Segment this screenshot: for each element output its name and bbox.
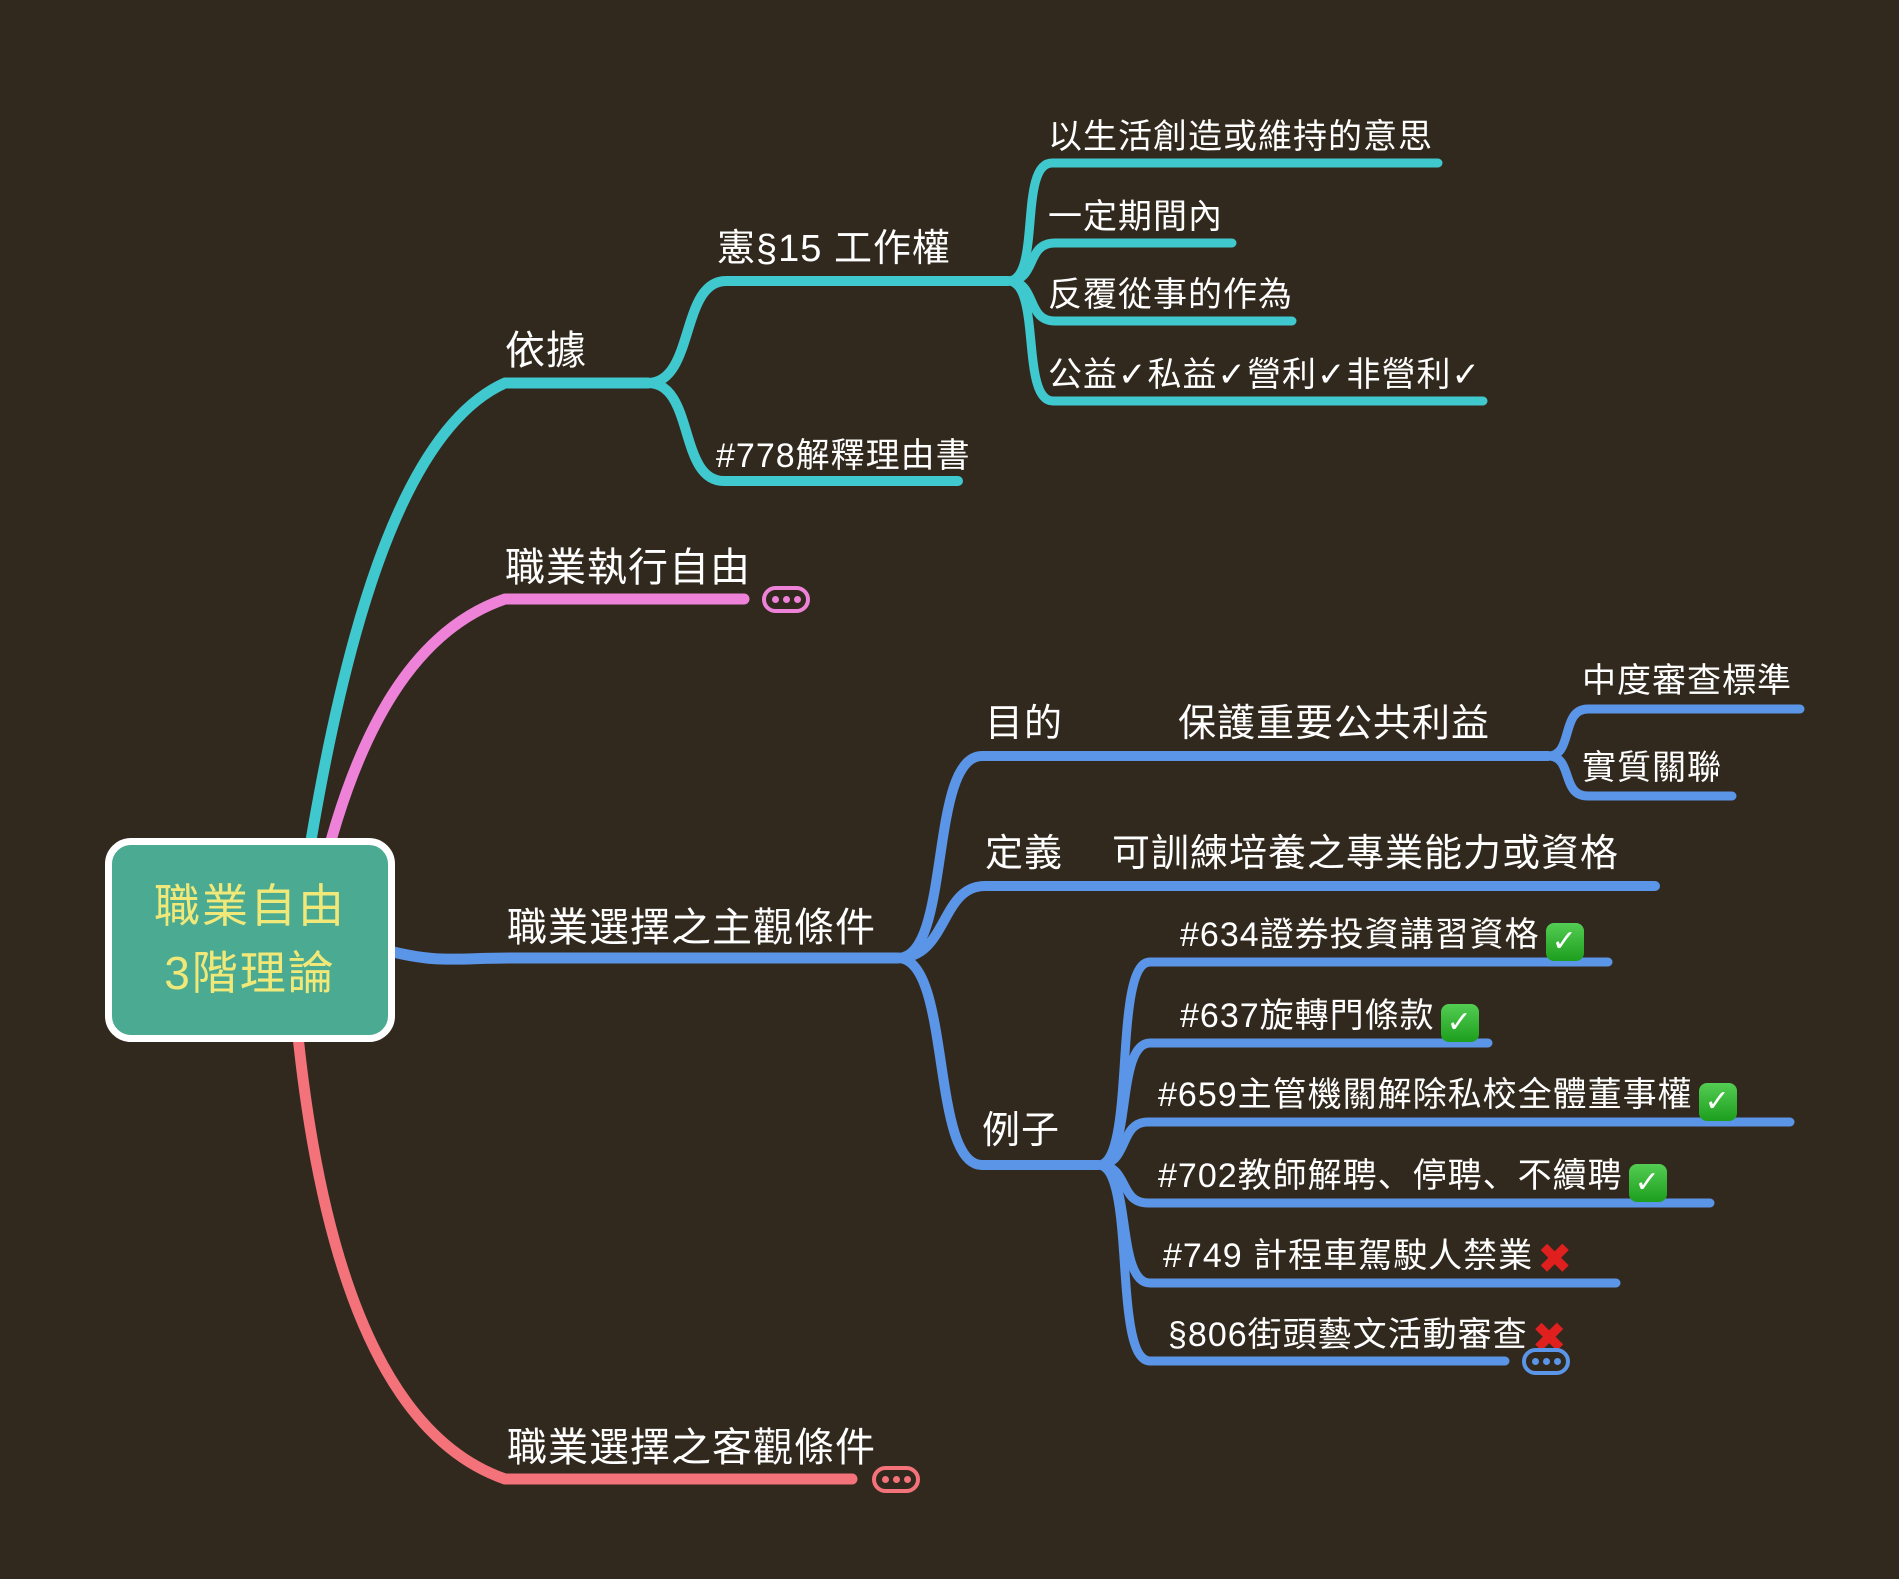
node-example-806[interactable]: §806街頭藝文活動審查✖ (1168, 1316, 1568, 1359)
node-work-right-child-3[interactable]: 反覆從事的作為 (1048, 276, 1293, 314)
node-example-637[interactable]: #637旋轉門條款✓ (1180, 997, 1479, 1042)
node-work-right[interactable]: 憲§15 工作權 (717, 228, 951, 270)
node-work-right-child-4[interactable]: 公益✓私益✓營利✓非營利✓ (1048, 356, 1481, 394)
node-example-659[interactable]: #659主管機關解除私校全體董事權✓ (1158, 1076, 1737, 1121)
node-purpose-child-1[interactable]: 中度審查標準 (1582, 662, 1792, 700)
node-work-right-child-1[interactable]: 以生活創造或維持的意思 (1048, 118, 1433, 156)
node-example-634[interactable]: #634證券投資講習資格✓ (1180, 916, 1584, 961)
pass-check-icon: ✓ (1545, 923, 1584, 961)
node-purpose-value[interactable]: 保護重要公共利益 (1178, 703, 1491, 745)
node-purpose[interactable]: 目的 (985, 703, 1064, 745)
node-definition-value[interactable]: 可訓練培養之專業能力或資格 (1112, 833, 1620, 875)
example-806-label: §806街頭藝文活動審查 (1168, 1316, 1528, 1354)
node-example-702[interactable]: #702教師解聘、停聘、不續聘✓ (1158, 1157, 1667, 1202)
branch-practice-lines (309, 593, 750, 911)
node-subjective[interactable]: 職業選擇之主觀條件 (507, 906, 876, 950)
pass-check-icon: ✓ (1628, 1164, 1667, 1202)
node-purpose-child-2[interactable]: 實質關聯 (1582, 749, 1722, 787)
node-objective[interactable]: 職業選擇之客觀條件 (507, 1426, 876, 1470)
central-topic-line1: 職業自由 (154, 880, 346, 933)
node-example-749[interactable]: #749 計程車駕駛人禁業✖ (1163, 1235, 1574, 1282)
collapse-ellipsis-icon-practice[interactable] (762, 586, 810, 613)
branch-objective-lines (289, 999, 858, 1485)
branch-basis-lines (294, 158, 1488, 916)
node-work-right-child-2[interactable]: 一定期間內 (1048, 198, 1223, 236)
branch-subjective-lines (379, 704, 1805, 1366)
collapse-ellipsis-icon-objective[interactable] (872, 1466, 920, 1493)
node-definition[interactable]: 定義 (985, 833, 1064, 875)
example-659-label: #659主管機關解除私校全體董事權 (1158, 1076, 1693, 1114)
node-basis[interactable]: 依據 (505, 329, 587, 373)
central-topic[interactable]: 職業自由 3階理論 (105, 838, 395, 1042)
node-examples[interactable]: 例子 (982, 1110, 1061, 1152)
pass-check-icon: ✓ (1698, 1083, 1737, 1121)
example-634-label: #634證券投資講習資格 (1180, 916, 1540, 954)
example-637-label: #637旋轉門條款 (1180, 997, 1435, 1035)
node-interpretation-778[interactable]: #778解釋理由書 (716, 437, 971, 475)
central-topic-line2: 3階理論 (164, 947, 336, 999)
node-practice-freedom[interactable]: 職業執行自由 (505, 546, 751, 590)
example-702-label: #702教師解聘、停聘、不續聘 (1158, 1157, 1623, 1195)
fail-cross-icon: ✖ (1537, 1235, 1574, 1282)
collapse-ellipsis-icon-806[interactable] (1522, 1348, 1570, 1375)
example-749-label: #749 計程車駕駛人禁業 (1163, 1237, 1534, 1275)
pass-check-icon: ✓ (1440, 1004, 1479, 1042)
